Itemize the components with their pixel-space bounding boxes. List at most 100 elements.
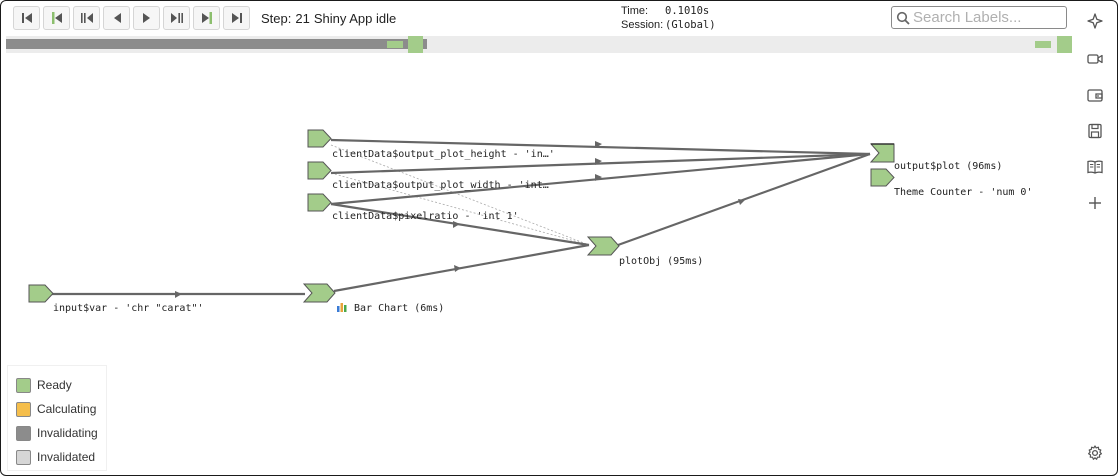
legend-swatch xyxy=(16,401,31,417)
edge-arrow xyxy=(595,158,602,165)
wallet-icon xyxy=(1087,89,1103,102)
legend-item-invalidating: Invalidating xyxy=(16,421,98,445)
edge-arrow xyxy=(595,174,602,181)
observer-node-shape xyxy=(869,143,895,163)
edge-dashed xyxy=(330,144,590,246)
value-node-shape xyxy=(307,161,332,180)
legend-label: Invalidated xyxy=(37,450,96,464)
next-user-event-button[interactable] xyxy=(193,6,220,30)
timeline-bar[interactable] xyxy=(6,36,1072,53)
search-input[interactable] xyxy=(913,9,1063,26)
edge-arrow xyxy=(453,221,460,228)
prev-cycle-button[interactable] xyxy=(73,6,100,30)
next-marked-icon xyxy=(201,12,212,24)
graph-node-theme-counter[interactable]: Theme Counter - 'num 0' xyxy=(870,168,1032,198)
prev-step-button[interactable] xyxy=(103,6,130,30)
last-step-button[interactable] xyxy=(223,6,250,30)
wallet-button[interactable] xyxy=(1083,83,1107,107)
step-forward-icon xyxy=(142,13,150,23)
node-label: Bar Chart (6ms) xyxy=(354,303,444,314)
save-icon xyxy=(1088,123,1102,139)
search-icon xyxy=(896,11,910,25)
legend-item-calculating: Calculating xyxy=(16,397,98,421)
dashed-edges xyxy=(330,144,590,246)
middle-node-shape xyxy=(586,236,620,256)
sticky-button[interactable] xyxy=(1083,9,1107,33)
value-node-shape xyxy=(870,168,895,187)
save-button[interactable] xyxy=(1083,119,1107,143)
plus-icon xyxy=(1089,197,1101,209)
edges xyxy=(51,138,871,296)
timeline-step-marker xyxy=(1035,41,1051,48)
add-button[interactable] xyxy=(1083,191,1107,215)
next-step-button[interactable] xyxy=(133,6,160,30)
graph-node-output-plot[interactable]: output$plot (96ms) xyxy=(869,143,1002,172)
value-node-shape xyxy=(307,193,332,212)
node-label: clientData$pixelratio - 'int 1' xyxy=(332,211,519,222)
prev-marked-icon xyxy=(51,12,62,24)
timeline-end-handle[interactable] xyxy=(1057,36,1072,53)
time-value: 0.1010s xyxy=(665,5,710,17)
session-label: Session: xyxy=(621,19,664,31)
edge-arrows xyxy=(175,141,745,298)
edge-pixel-to-plotobj xyxy=(330,202,590,247)
video-camera-icon xyxy=(1087,54,1103,64)
graph-node-cd-height[interactable]: clientData$output_plot_height - 'in…' xyxy=(307,129,555,160)
edge-barchart-to-plotobj xyxy=(333,243,590,293)
legend-item-invalidated: Invalidated xyxy=(16,445,98,469)
first-step-button[interactable] xyxy=(13,6,40,30)
legend-swatch xyxy=(16,377,31,393)
edge-dashed xyxy=(330,172,590,246)
middle-node-shape xyxy=(302,283,336,303)
next-cycle-icon xyxy=(170,13,183,23)
legend-label: Calculating xyxy=(37,402,97,416)
legend-swatch xyxy=(16,449,31,465)
timeline-current-handle[interactable] xyxy=(408,36,423,53)
value-node-shape xyxy=(307,129,332,148)
edge-arrow xyxy=(738,199,745,205)
next-cycle-button[interactable] xyxy=(163,6,190,30)
edge-width-to-output xyxy=(330,152,871,175)
legend-swatch xyxy=(16,425,31,441)
time-session-info: Time: 0.1010s Session:(Global) xyxy=(621,4,716,32)
timeline-progress xyxy=(6,39,428,49)
edge-arrow xyxy=(175,291,182,298)
record-button[interactable] xyxy=(1083,47,1107,71)
node-label: output$plot (96ms) xyxy=(894,161,1002,172)
step-label: Step: xyxy=(261,11,292,26)
skip-to-start-icon xyxy=(21,13,32,23)
legend-item-ready: Ready xyxy=(16,373,98,397)
prev-user-event-button[interactable] xyxy=(43,6,70,30)
sparkle-icon xyxy=(1087,13,1103,29)
graph-node-cd-pixelratio[interactable]: clientData$pixelratio - 'int 1' xyxy=(307,193,519,222)
graph-node-input-var[interactable]: input$var - 'chr "carat"' xyxy=(28,284,204,314)
edge-plotobj-to-output xyxy=(617,152,871,247)
session-value: (Global) xyxy=(665,19,716,31)
settings-button[interactable] xyxy=(1083,441,1107,465)
edge-arrow xyxy=(454,265,461,272)
graph-node-bar-chart[interactable]: Bar Chart (6ms) xyxy=(302,283,444,314)
timeline-step-marker xyxy=(387,41,403,48)
bar-chart-icon xyxy=(337,303,347,312)
step-toolbar xyxy=(13,6,250,30)
legend-label: Ready xyxy=(37,378,72,392)
time-label: Time: xyxy=(621,5,649,17)
edge-arrow xyxy=(595,141,602,148)
status-legend: Ready Calculating Invalidating Invalidat… xyxy=(7,365,107,471)
search-box xyxy=(891,6,1067,29)
edge-pixel-to-output xyxy=(330,152,871,206)
node-label: Theme Counter - 'num 0' xyxy=(894,187,1032,198)
docs-button[interactable] xyxy=(1083,155,1107,179)
graph-node-cd-width[interactable]: clientData$output_plot_width - 'int… xyxy=(307,161,549,191)
skip-to-end-icon xyxy=(231,13,242,23)
node-label: input$var - 'chr "carat"' xyxy=(53,303,204,314)
legend-label: Invalidating xyxy=(37,426,98,440)
step-status: Shiny App idle xyxy=(313,11,397,26)
step-number: 21 xyxy=(295,11,310,26)
prev-cycle-icon xyxy=(80,13,93,23)
graph-node-plotobj[interactable]: plotObj (95ms) xyxy=(586,236,703,267)
edge-height-to-output xyxy=(330,138,871,156)
